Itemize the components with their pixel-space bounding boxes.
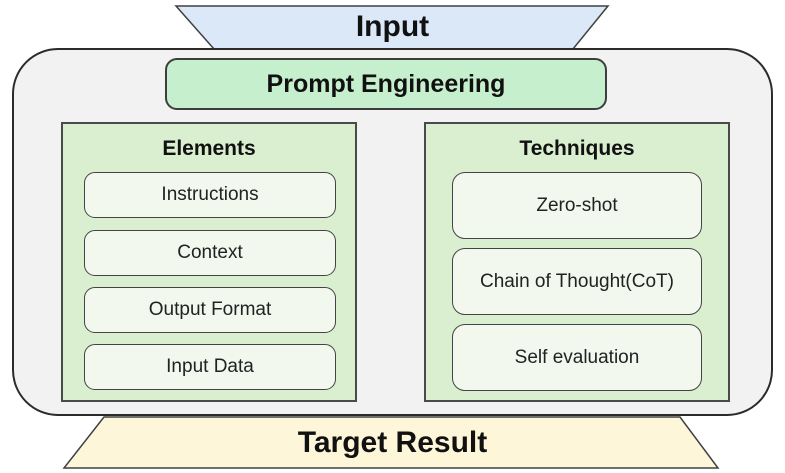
input-label: Input bbox=[355, 10, 430, 43]
prompt-engineering-header: Prompt Engineering bbox=[165, 58, 607, 110]
elements-title: Elements bbox=[162, 137, 256, 160]
techniques-title: Techniques bbox=[519, 137, 635, 160]
element-item-input-data: Input Data bbox=[84, 344, 336, 390]
element-item-instructions: Instructions bbox=[84, 172, 336, 218]
technique-item-chain-of-thought: Chain of Thought(CoT) bbox=[452, 248, 702, 315]
target-result-label: Target Result bbox=[297, 426, 488, 459]
element-item-context: Context bbox=[84, 230, 336, 276]
element-item-output-format: Output Format bbox=[84, 287, 336, 333]
target-result-shape bbox=[62, 416, 720, 469]
technique-item-zero-shot: Zero-shot bbox=[452, 172, 702, 239]
technique-item-self-evaluation: Self evaluation bbox=[452, 324, 702, 391]
